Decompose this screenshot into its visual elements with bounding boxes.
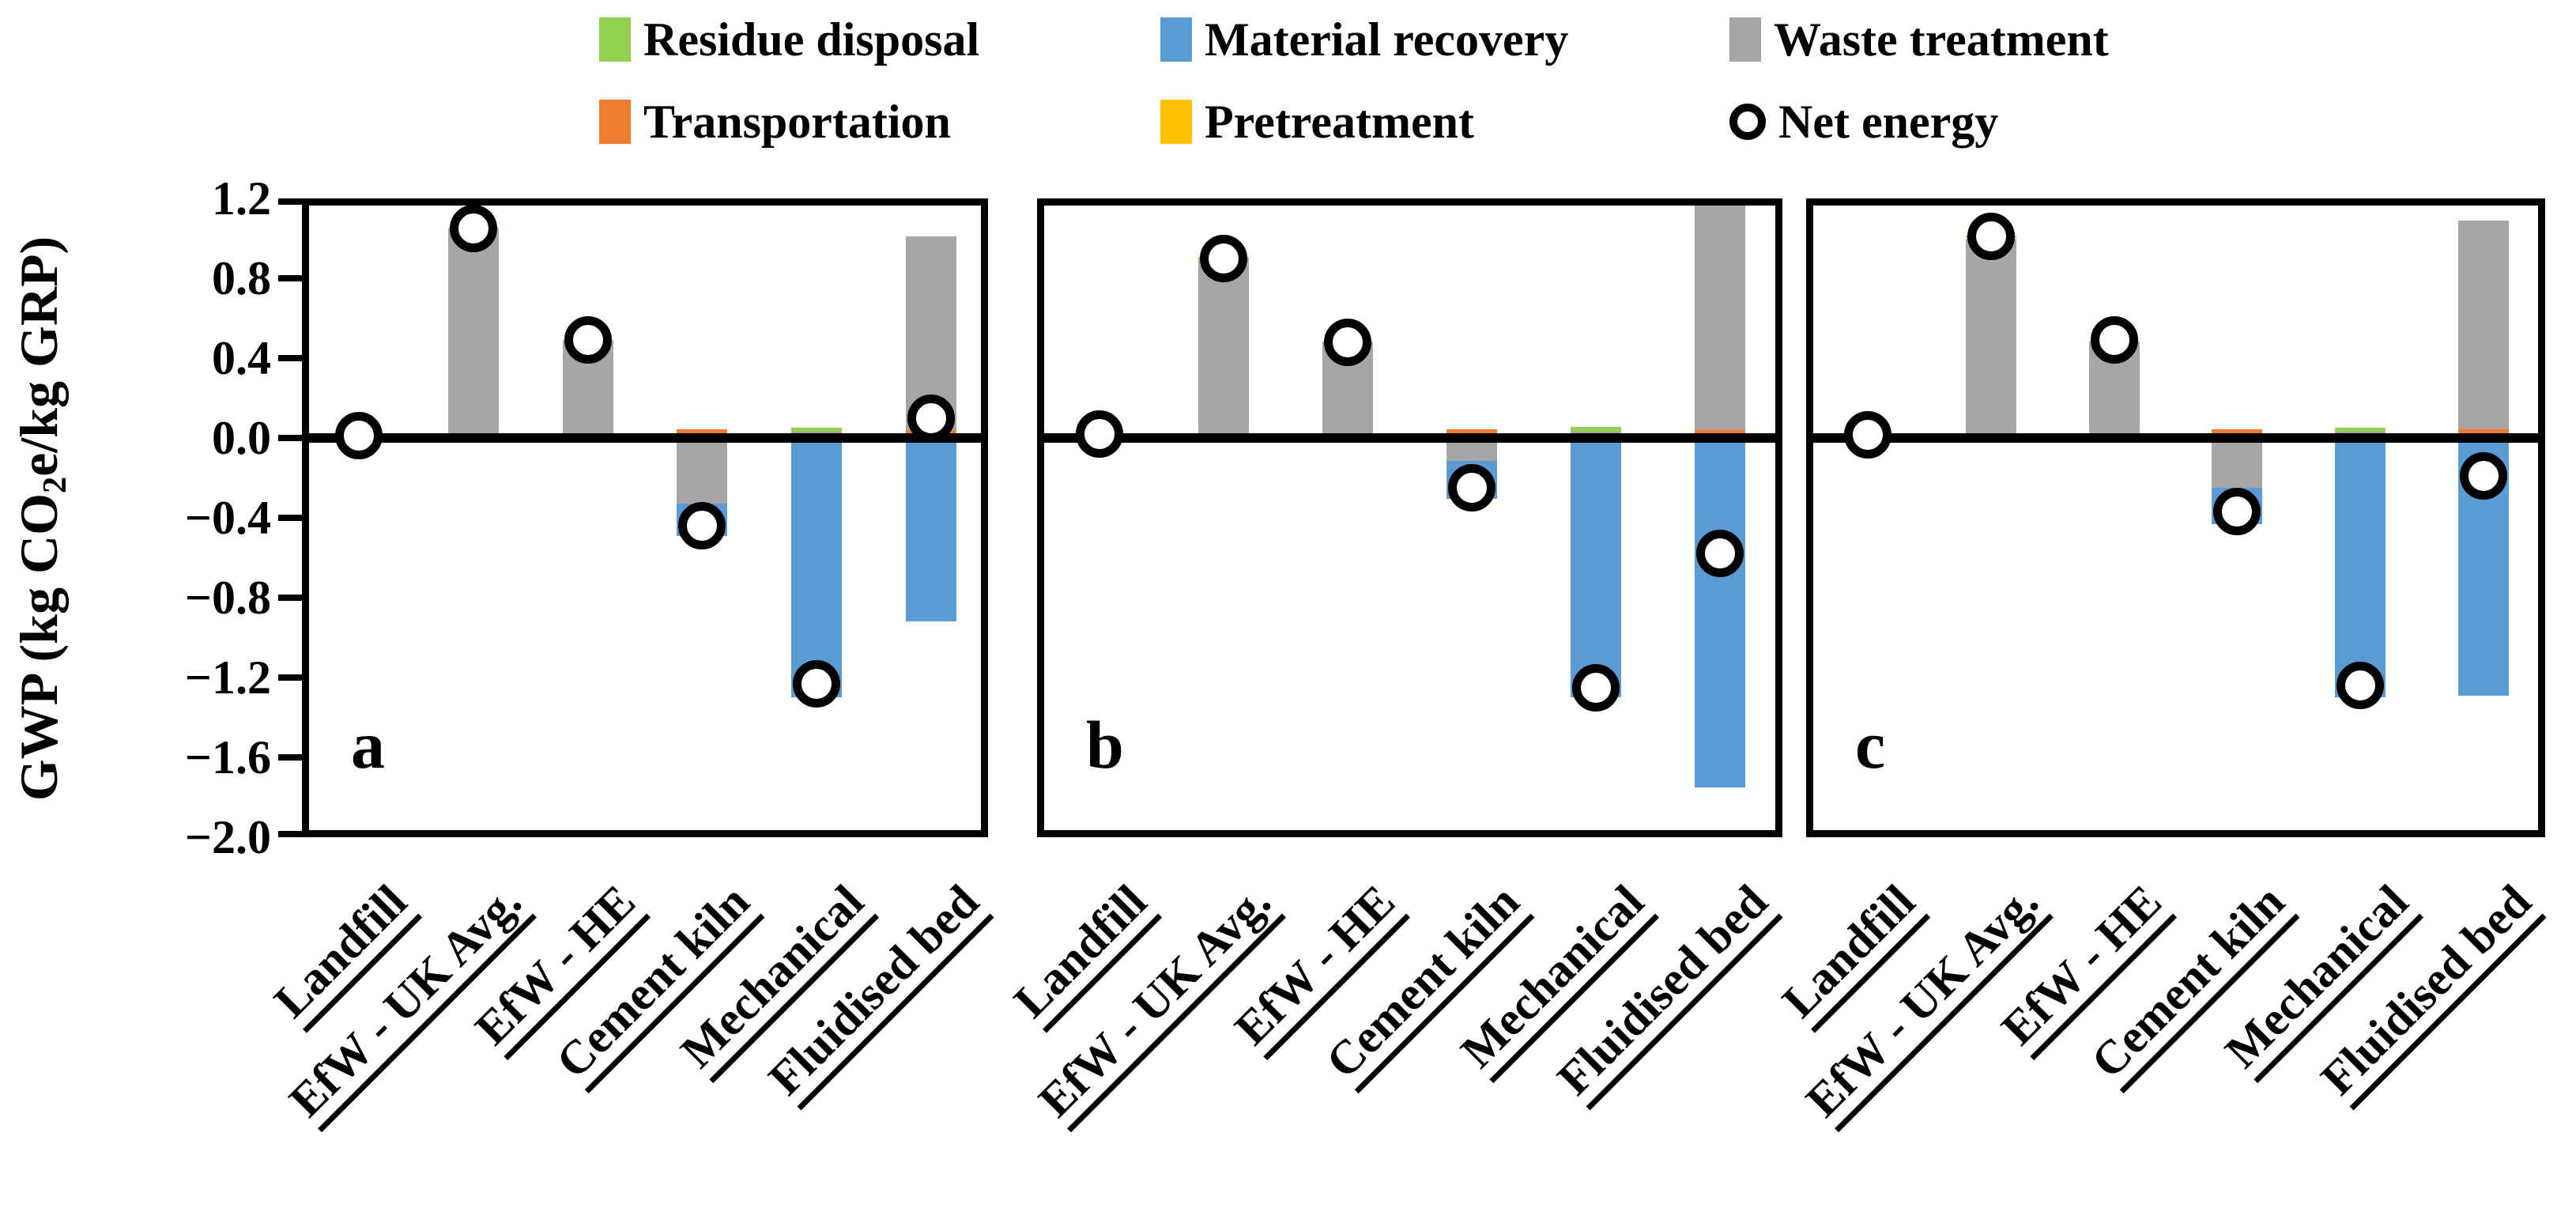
panel-frame bbox=[302, 198, 988, 837]
y-tick-label: −2.0 bbox=[184, 811, 271, 863]
net-energy-marker bbox=[2090, 316, 2138, 364]
y-axis-title-text: GWP (kg CO bbox=[9, 493, 70, 802]
material_recovery-swatch-icon bbox=[1160, 17, 1192, 62]
y-tick-label: −1.2 bbox=[184, 651, 271, 704]
net-energy-marker bbox=[335, 412, 383, 460]
transportation-swatch-icon bbox=[599, 100, 631, 144]
legend-label-net_energy: Net energy bbox=[1778, 95, 1999, 148]
panel-b: b bbox=[1037, 198, 1782, 837]
bar-segment-residue_disposal bbox=[791, 428, 842, 432]
waste_treatment-swatch-icon bbox=[1729, 17, 1761, 62]
net-energy-marker bbox=[564, 316, 612, 364]
bar-segment-waste_treatment bbox=[2458, 220, 2510, 429]
bar-segment-residue_disposal bbox=[1571, 427, 1622, 432]
residue_disposal-swatch-icon bbox=[599, 17, 631, 62]
y-tick-mark bbox=[278, 515, 302, 521]
bar-segment-waste_treatment bbox=[2212, 438, 2263, 489]
net-energy-marker bbox=[1967, 212, 2015, 260]
y-tick-mark bbox=[278, 595, 302, 601]
legend-item-transportation: Transportation bbox=[599, 95, 951, 148]
y-tick-label: 0.8 bbox=[212, 252, 271, 304]
bar-segment-transportation bbox=[677, 429, 728, 436]
panel-frame bbox=[1806, 198, 2545, 837]
zero-axis-line bbox=[302, 433, 988, 443]
chart-legend: Residue disposal Material recovery Waste t… bbox=[0, 0, 2576, 174]
bar-segment-waste_treatment bbox=[1197, 260, 1249, 438]
y-tick-mark bbox=[278, 355, 302, 361]
net-energy-marker bbox=[678, 502, 726, 550]
y-axis-title: GWP (kg CO2e/kg GRP) bbox=[8, 236, 74, 801]
legend-label-waste_treatment: Waste treatment bbox=[1774, 13, 2109, 66]
net-energy-marker bbox=[1843, 411, 1891, 459]
net-energy-marker bbox=[1323, 318, 1371, 366]
y-tick-mark bbox=[278, 674, 302, 681]
y-tick-mark bbox=[278, 198, 302, 205]
bar-segment-residue_disposal bbox=[2335, 428, 2386, 432]
net-energy-marker bbox=[2213, 488, 2261, 536]
bar-segment-material_recovery bbox=[1695, 438, 1746, 787]
zero-axis-line bbox=[1037, 433, 1782, 443]
bar-segment-waste_treatment bbox=[1965, 238, 2016, 438]
legend-label-pretreatment: Pretreatment bbox=[1205, 95, 1474, 148]
bar-segment-material_recovery bbox=[905, 438, 956, 622]
legend-item-residue_disposal: Residue disposal bbox=[599, 13, 980, 66]
bar-segment-transportation bbox=[1695, 429, 1746, 436]
panel-a: a bbox=[278, 198, 988, 837]
bar-segment-transportation bbox=[1446, 429, 1498, 436]
zero-axis-line bbox=[1806, 433, 2545, 443]
bar-segment-waste_treatment bbox=[448, 230, 499, 438]
panel-c: c bbox=[1806, 198, 2545, 837]
net-energy-marker bbox=[1448, 464, 1496, 512]
bar-segment-transportation bbox=[2458, 429, 2510, 436]
net-energy-marker bbox=[2337, 662, 2385, 710]
y-tick-label: −1.6 bbox=[184, 731, 271, 783]
y-tick-label: 1.2 bbox=[212, 172, 271, 225]
y-tick-mark bbox=[278, 831, 302, 837]
y-tick-mark bbox=[278, 754, 302, 761]
y-tick-label: −0.8 bbox=[184, 572, 271, 624]
net-energy-marker bbox=[793, 659, 840, 708]
net-energy-marker bbox=[1199, 234, 1247, 282]
bar-segment-material_recovery bbox=[1571, 438, 1622, 698]
net-energy-marker bbox=[2460, 451, 2508, 500]
bar-segment-waste_treatment bbox=[1695, 202, 1746, 430]
panel-frame bbox=[1037, 198, 1782, 837]
y-tick-label: −0.4 bbox=[184, 492, 271, 544]
panel-letter-a: a bbox=[351, 707, 385, 783]
legend-label-material_recovery: Material recovery bbox=[1205, 13, 1569, 66]
legend-item-waste_treatment: Waste treatment bbox=[1729, 13, 2109, 66]
panel-letter-c: c bbox=[1855, 707, 1886, 783]
bar-segment-material_recovery bbox=[2335, 438, 2386, 698]
net-energy-marker bbox=[907, 394, 955, 442]
panel-letter-b: b bbox=[1086, 707, 1124, 783]
net-energy-marker bbox=[1696, 530, 1744, 578]
legend-label-transportation: Transportation bbox=[643, 95, 951, 148]
net-energy-marker bbox=[450, 204, 497, 252]
y-tick-label: 0.4 bbox=[212, 332, 271, 384]
legend-item-net_energy: Net energy bbox=[1729, 95, 1999, 148]
y-tick-mark bbox=[278, 275, 302, 281]
net-energy-marker bbox=[1075, 410, 1123, 458]
pretreatment-swatch-icon bbox=[1160, 100, 1192, 144]
bar-segment-material_recovery bbox=[791, 438, 842, 698]
legend-item-material_recovery: Material recovery bbox=[1160, 13, 1569, 66]
legend-label-residue_disposal: Residue disposal bbox=[643, 13, 980, 66]
y-tick-label: 0.0 bbox=[212, 412, 271, 464]
bar-segment-transportation bbox=[2212, 429, 2263, 436]
net-energy-marker bbox=[1572, 663, 1620, 712]
legend-item-pretreatment: Pretreatment bbox=[1160, 95, 1474, 148]
y-axis-title-text-2: e/kg GRP) bbox=[9, 236, 70, 477]
y-tick-mark bbox=[278, 435, 302, 441]
bar-segment-waste_treatment bbox=[677, 438, 728, 504]
net-energy-legend-icon bbox=[1729, 104, 1766, 140]
y-axis-title-subscript: 2 bbox=[36, 476, 74, 494]
